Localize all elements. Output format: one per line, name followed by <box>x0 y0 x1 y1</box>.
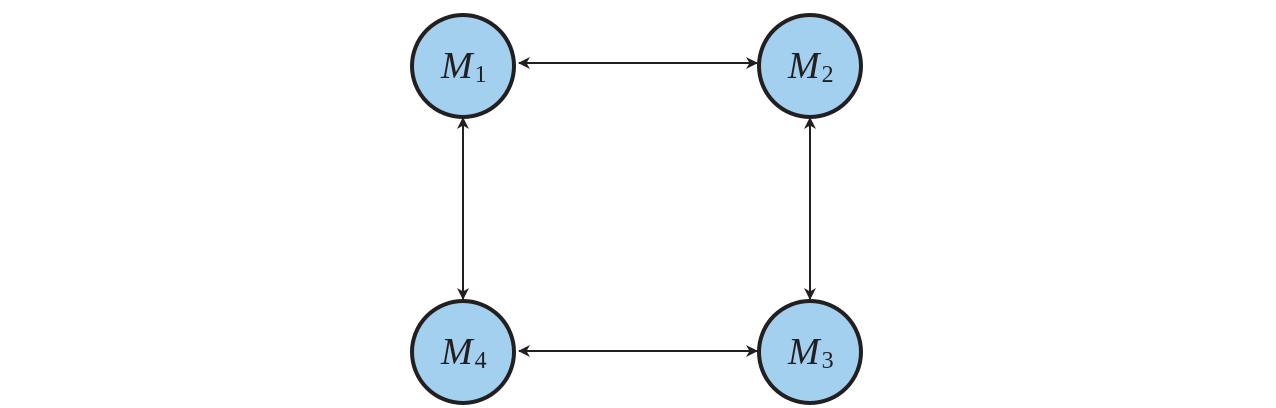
node-m1-label: M1 <box>440 45 487 88</box>
node-m3-circle <box>757 299 863 405</box>
node-m4-circle <box>410 299 516 405</box>
node-m4-label: M4 <box>440 331 487 374</box>
node-m2-circle <box>757 13 863 119</box>
node-m2-label: M2 <box>787 45 834 88</box>
node-m3-label: M3 <box>787 331 834 374</box>
node-m4: M4 <box>410 299 516 405</box>
node-m3: M3 <box>757 299 863 405</box>
node-m1: M1 <box>410 13 516 119</box>
node-m2: M2 <box>757 13 863 119</box>
node-m1-circle <box>410 13 516 119</box>
